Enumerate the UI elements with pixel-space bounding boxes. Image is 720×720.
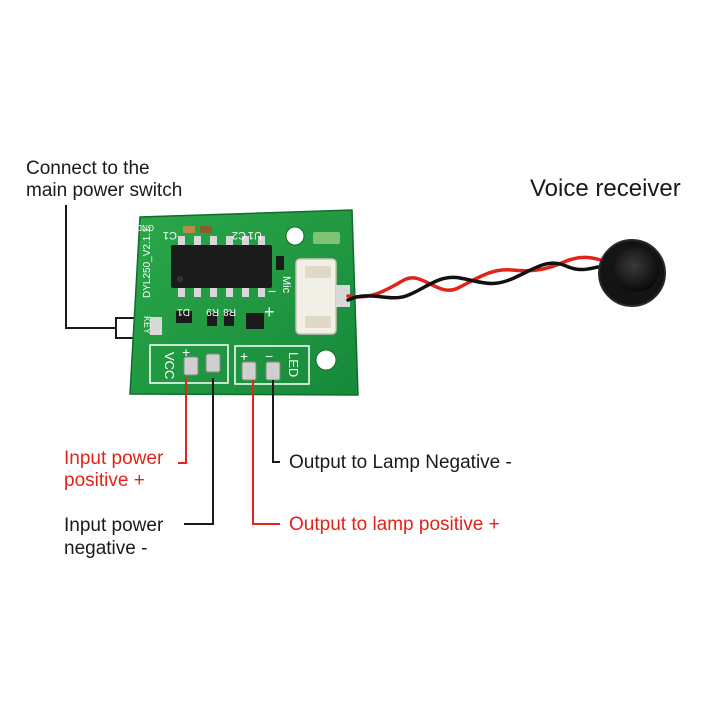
input-positive-label-line2: positive + — [64, 470, 145, 491]
pcb-plus-text: + — [264, 302, 275, 322]
pcb-gnd-text: GND — [136, 223, 154, 232]
voice-receiver-icon — [598, 239, 666, 307]
pcb-led-minus-text: − — [265, 348, 273, 364]
pcb-vcc-text: VCC — [162, 352, 177, 379]
pcb-c1-text: C1 — [163, 229, 177, 241]
lamp-negative-label: Output to Lamp Negative - — [289, 452, 512, 473]
smd-components — [150, 226, 284, 335]
lamp-negative-leader — [272, 380, 280, 463]
pcb-led-plus-text: + — [240, 348, 248, 364]
mic-cable — [346, 255, 608, 302]
mic-connector — [295, 258, 350, 335]
input-negative-label-line2: negative - — [64, 538, 148, 559]
pcb-d1-text: D1 — [177, 306, 190, 317]
input-negative-leader — [184, 378, 214, 525]
main-switch-label-line1: Connect to the — [26, 158, 150, 179]
lamp-positive-leader — [252, 380, 280, 525]
input-negative-label-line1: Input power — [64, 515, 164, 536]
pcb-key-text: KEY — [142, 316, 152, 334]
pcb-board — [129, 209, 359, 396]
pcb-minus-text: − — [268, 283, 276, 299]
pcb-led-text: LED — [286, 352, 301, 377]
pcb-model-text: DYL250_V2.1.1 — [142, 227, 153, 298]
pcb-u1-text: U1 — [248, 229, 262, 241]
solder-pads — [183, 353, 281, 381]
ic-chip — [171, 236, 272, 297]
pcb-r9-text: R9 — [206, 306, 219, 317]
pcb-vcc-plus-text: + — [182, 344, 190, 360]
lamp-positive-label: Output to lamp positive + — [289, 514, 500, 535]
main-switch-label-line2: main power switch — [26, 180, 183, 201]
pcb-r8-text: R8 — [223, 306, 236, 317]
pcb-mic-text: Mic — [280, 276, 292, 294]
input-positive-leader — [178, 378, 187, 464]
pcb-c2-text: C2 — [232, 229, 246, 241]
input-positive-label-line1: Input power — [64, 448, 164, 469]
voice-receiver-label: Voice receiver — [530, 175, 681, 202]
